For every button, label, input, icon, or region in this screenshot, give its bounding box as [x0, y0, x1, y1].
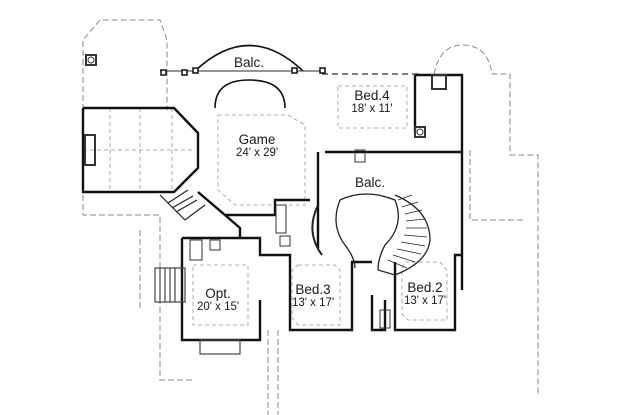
room-name: Balc. [233, 55, 265, 70]
room-label-opt: Opt. 20' x 15' [196, 286, 240, 314]
room-label-bed3: Bed.3 13' x 17' [291, 282, 335, 310]
room-dimensions: 24' x 29' [235, 147, 279, 160]
room-dimensions: 20' x 15' [196, 301, 240, 314]
columns [160, 67, 326, 76]
room-name: Bed.2 [407, 280, 443, 295]
room-dashed-outlines [83, 85, 448, 326]
room-dimensions: 18' x 11' [351, 103, 393, 116]
bath-fixtures [84, 54, 447, 329]
room-label-balcony-top: Balc. [233, 55, 265, 70]
opt-porch [154, 267, 241, 355]
room-label-bed4: Bed.4 18' x 11' [351, 88, 393, 116]
outer-dashed-outlines [82, 19, 539, 415]
room-label-balcony-stair: Balc. [354, 175, 386, 190]
room-name: Bed.4 [354, 88, 390, 103]
room-name: Opt. [205, 286, 231, 301]
room-dimensions: 13' x 17' [403, 295, 447, 308]
room-name: Balc. [354, 175, 386, 190]
side-staircase [159, 189, 206, 221]
room-dimensions: 13' x 17' [291, 297, 335, 310]
room-name: Bed.3 [295, 282, 331, 297]
room-label-game: Game 24' x 29' [235, 132, 279, 160]
spiral-staircase [311, 193, 431, 276]
room-label-bed2: Bed.2 13' x 17' [403, 280, 447, 308]
room-name: Game [238, 132, 276, 147]
